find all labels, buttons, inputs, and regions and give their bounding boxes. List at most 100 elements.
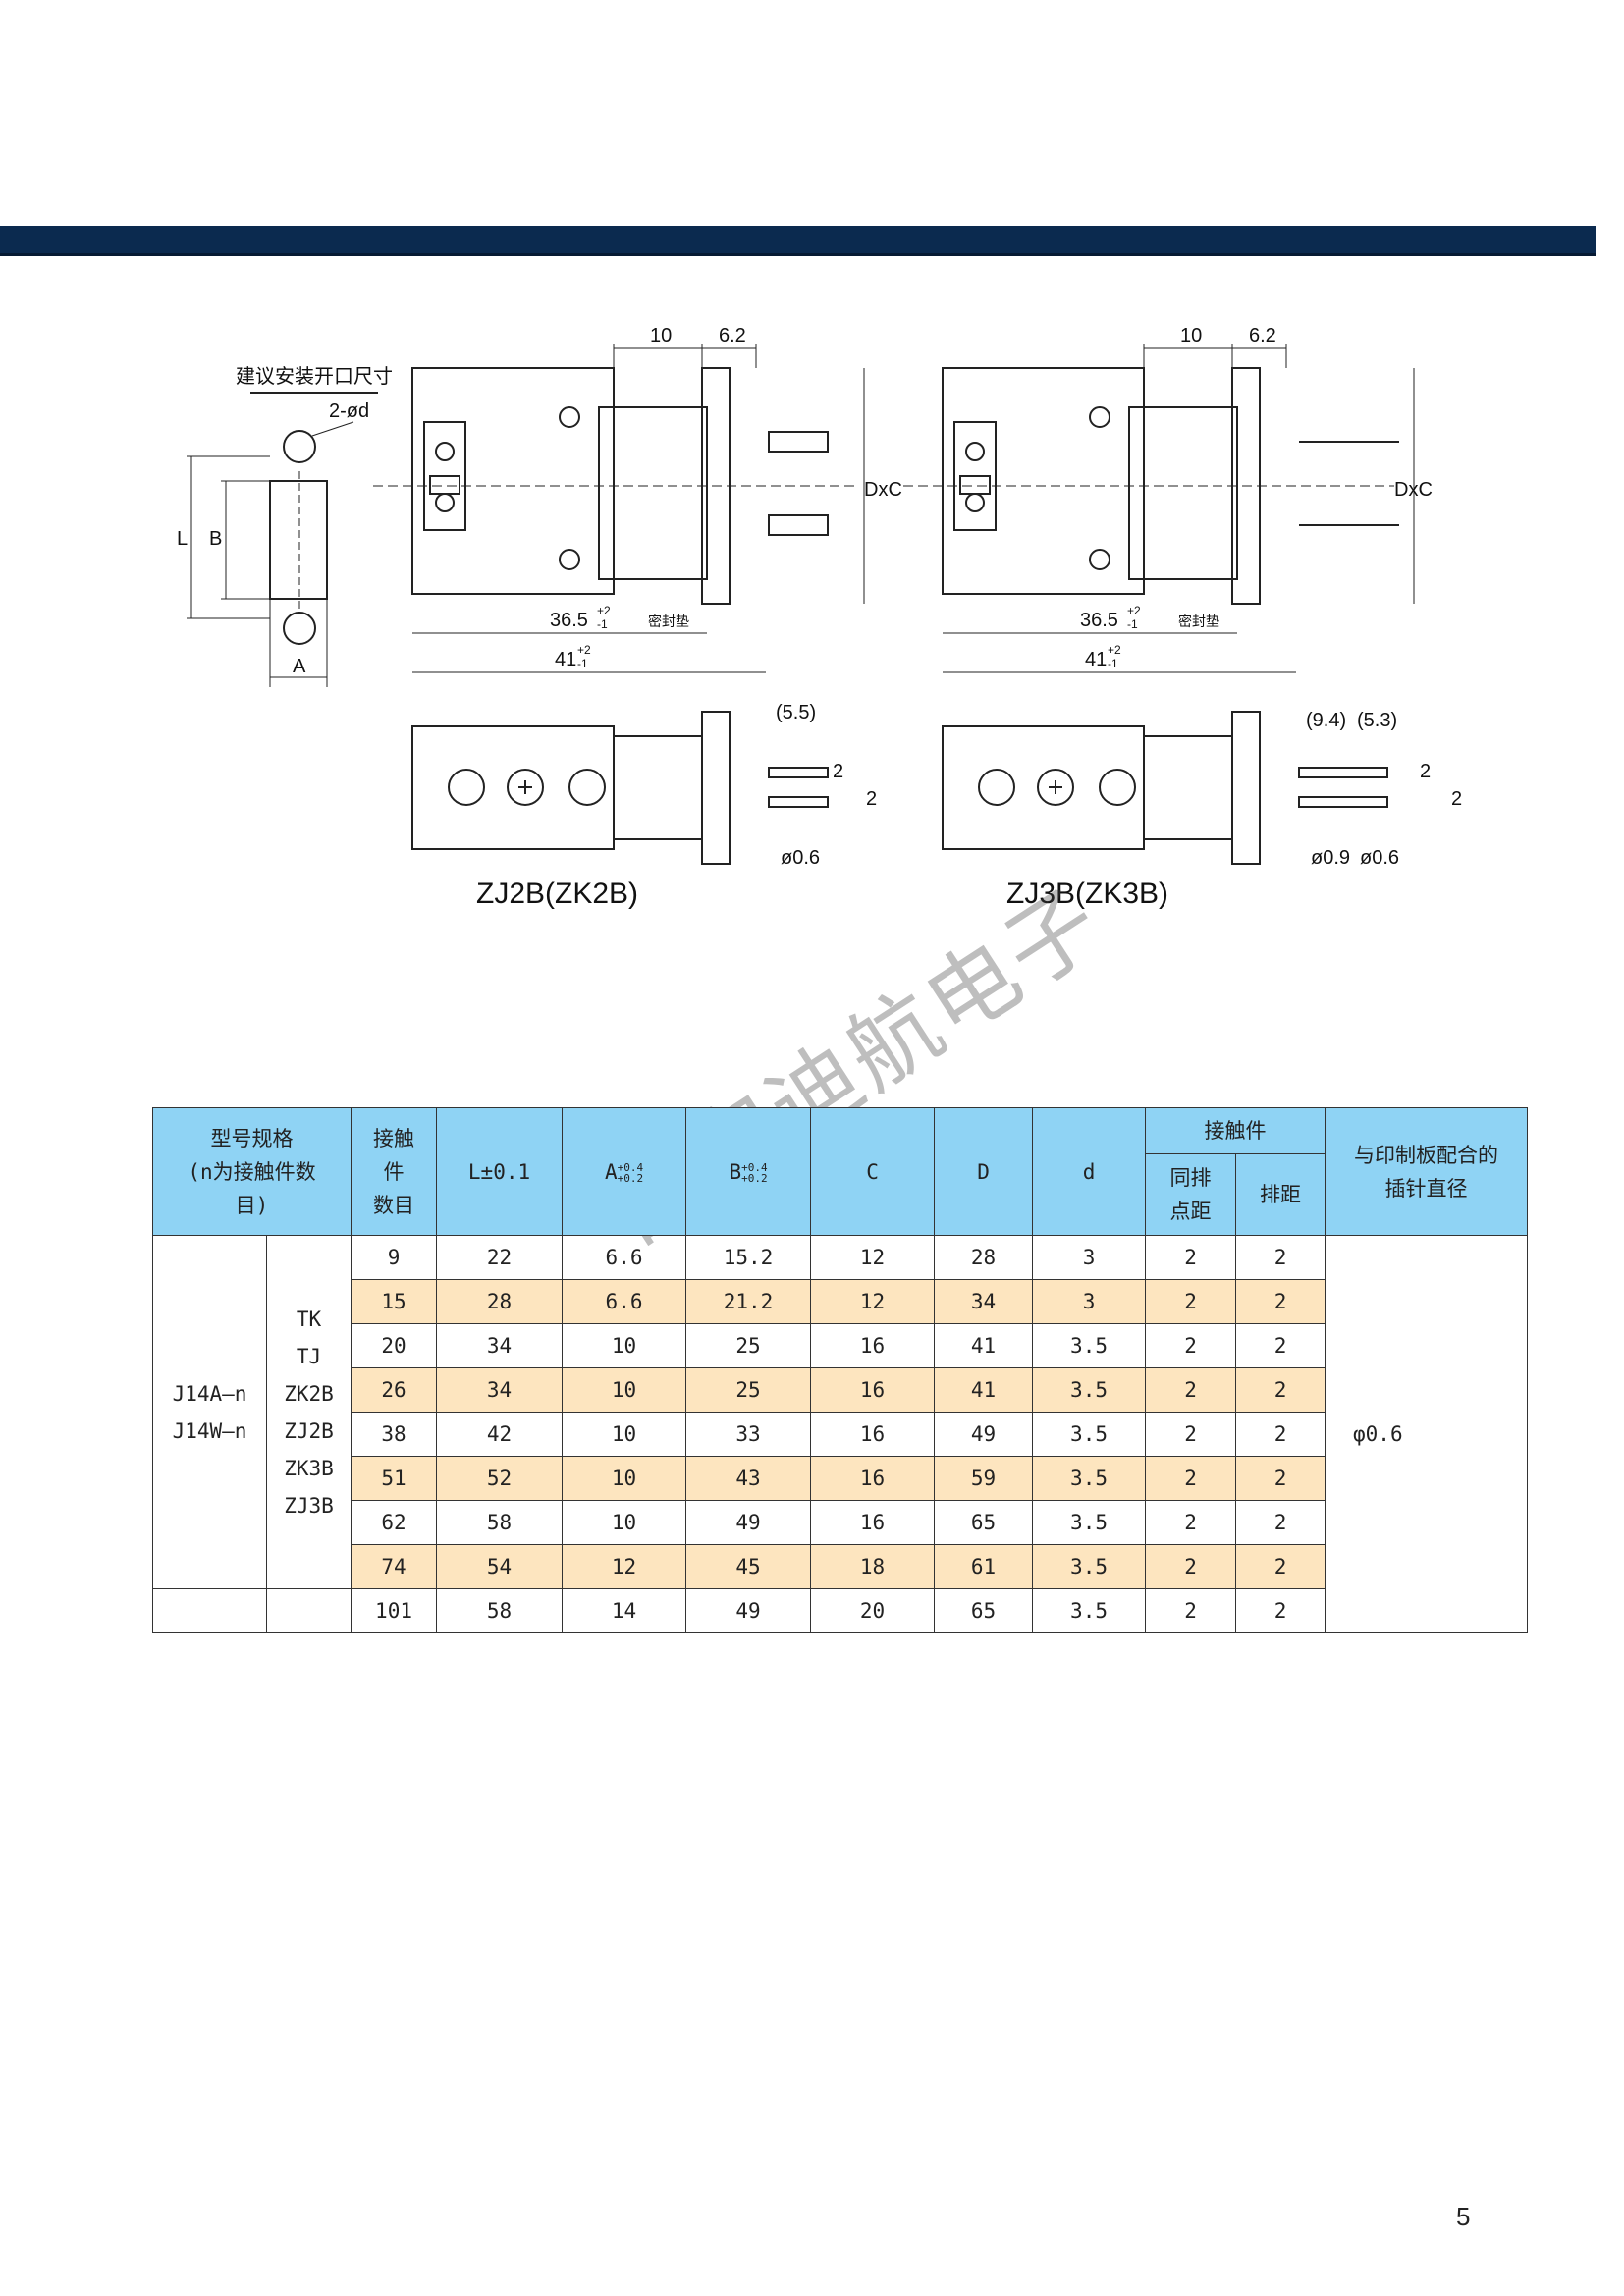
- caption-right: ZJ3B(ZK3B): [1006, 878, 1168, 910]
- table-cell: 20: [351, 1323, 438, 1368]
- table-cell: 28: [436, 1279, 564, 1324]
- table-cell: 65: [934, 1588, 1034, 1633]
- pin-diameter-cell: φ0.6: [1325, 1235, 1529, 1633]
- table-cell: 2: [1145, 1279, 1237, 1324]
- dim-41-tol-lo-right: -1: [1108, 657, 1118, 670]
- table-cell: 59: [934, 1456, 1034, 1501]
- dim-36-5-tol-up-left: +2: [597, 604, 611, 617]
- table-cell: 2: [1235, 1367, 1326, 1413]
- table-cell: 49: [934, 1412, 1034, 1457]
- table-cell: 49: [685, 1588, 812, 1633]
- header-same-row-spacing: 同排 点距: [1145, 1153, 1237, 1236]
- table-cell: 2: [1235, 1500, 1326, 1545]
- table-cell: 16: [810, 1456, 936, 1501]
- dim-41-tol-up-left: +2: [577, 643, 591, 657]
- dim-36-5-tol-up-right: +2: [1127, 604, 1141, 617]
- table-cell: 25: [685, 1323, 812, 1368]
- table-cell: 2: [1145, 1323, 1237, 1368]
- table-cell: 10: [562, 1456, 687, 1501]
- table-cell: 3: [1032, 1235, 1147, 1280]
- table-cell: 41: [934, 1323, 1034, 1368]
- table-cell: 15.2: [685, 1235, 812, 1280]
- table-cell: 26: [351, 1367, 438, 1413]
- table-cell: 62: [351, 1500, 438, 1545]
- dim-41-left: 41: [555, 649, 576, 670]
- table-cell: 2: [1235, 1279, 1326, 1324]
- table-cell: 74: [351, 1544, 438, 1589]
- table-cell: 54: [436, 1544, 564, 1589]
- header-model: 型号规格 (n为接触件数 目): [151, 1107, 352, 1236]
- dim-B: B: [209, 528, 222, 550]
- table-cell: 16: [810, 1412, 936, 1457]
- header-A: A+0.4+0.2: [562, 1107, 687, 1236]
- table-cell: 2: [1145, 1500, 1237, 1545]
- table-cell: 2: [1235, 1544, 1326, 1589]
- dim-dxc-right: DxC: [1394, 479, 1433, 501]
- table-cell: 20: [810, 1588, 936, 1633]
- dim-10-right: 10: [1180, 325, 1202, 347]
- table-cell: 58: [436, 1588, 564, 1633]
- table-cell: 2: [1235, 1412, 1326, 1457]
- header-row-spacing: 排距: [1235, 1153, 1326, 1236]
- connector-drawing: 建议安装开口尺寸 2-ød L B A 10 6.2 DxC 36.5 +2 -…: [177, 325, 1462, 910]
- table-cell: 3.5: [1032, 1544, 1147, 1589]
- dim-36-5-left: 36.5: [550, 610, 588, 631]
- table-cell: 3.5: [1032, 1500, 1147, 1545]
- dim-9-4: (9.4): [1306, 710, 1346, 731]
- table-cell: 33: [685, 1412, 812, 1457]
- empty-cell: [265, 1588, 352, 1633]
- table-cell: 18: [810, 1544, 936, 1589]
- table-cell: 2: [1145, 1367, 1237, 1413]
- page-number: 5: [1456, 2202, 1471, 2231]
- table-cell: 34: [436, 1323, 564, 1368]
- table-cell: 38: [351, 1412, 438, 1457]
- table-cell: 15: [351, 1279, 438, 1324]
- table-cell: 41: [934, 1367, 1034, 1413]
- table-cell: 2: [1145, 1456, 1237, 1501]
- empty-cell: [152, 1588, 267, 1633]
- dim-2-right-a: 2: [1420, 761, 1431, 782]
- table-cell: 42: [436, 1412, 564, 1457]
- dim-phi09-right: ø0.9: [1311, 847, 1350, 869]
- header-contact-group: 接触件: [1145, 1107, 1326, 1154]
- dim-36-5-tol-lo-right: -1: [1127, 617, 1138, 631]
- seal-label-left: 密封垫: [648, 614, 689, 629]
- table-cell: 3.5: [1032, 1588, 1147, 1633]
- header-d: d: [1032, 1107, 1147, 1236]
- dim-2-left-b: 2: [866, 788, 877, 810]
- table-cell: 52: [436, 1456, 564, 1501]
- table-cell: 25: [685, 1367, 812, 1413]
- header-C: C: [810, 1107, 936, 1236]
- table-cell: 45: [685, 1544, 812, 1589]
- table-cell: 101: [351, 1588, 438, 1633]
- dim-phi06-left: ø0.6: [781, 847, 820, 869]
- table-cell: 43: [685, 1456, 812, 1501]
- table-cell: 14: [562, 1588, 687, 1633]
- table-cell: 21.2: [685, 1279, 812, 1324]
- table-cell: 2: [1145, 1588, 1237, 1633]
- table-cell: 10: [562, 1500, 687, 1545]
- table-cell: 2: [1235, 1588, 1326, 1633]
- table-cell: 2: [1145, 1412, 1237, 1457]
- caption-left: ZJ2B(ZK2B): [476, 878, 638, 910]
- table-cell: 3.5: [1032, 1367, 1147, 1413]
- table-cell: 22: [436, 1235, 564, 1280]
- table-cell: 3.5: [1032, 1323, 1147, 1368]
- table-cell: 9: [351, 1235, 438, 1280]
- table-cell: 12: [562, 1544, 687, 1589]
- table-cell: 51: [351, 1456, 438, 1501]
- table-cell: 10: [562, 1412, 687, 1457]
- dim-5-3: (5.3): [1357, 710, 1397, 731]
- table-cell: 10: [562, 1367, 687, 1413]
- hole-label: 2-ød: [329, 400, 369, 422]
- table-cell: 2: [1235, 1235, 1326, 1280]
